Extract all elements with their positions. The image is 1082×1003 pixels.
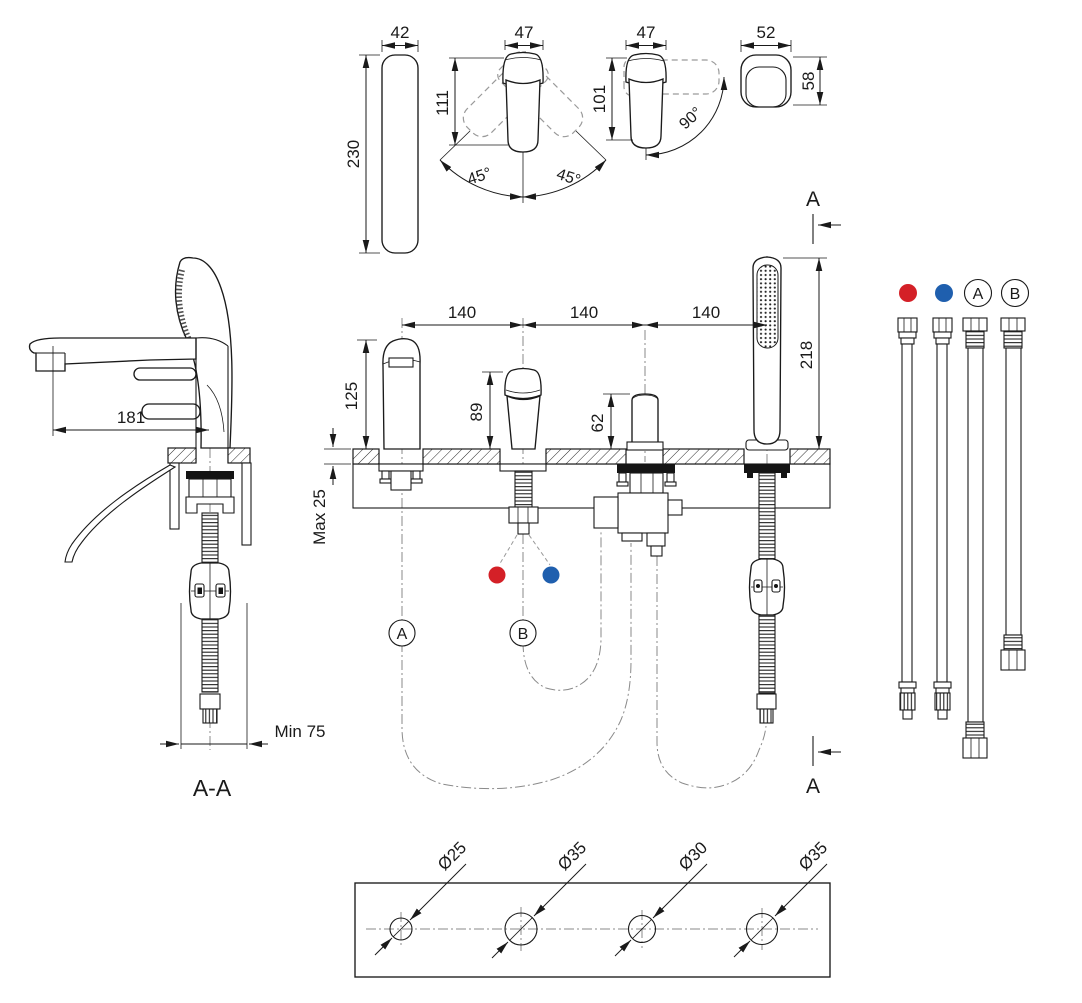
hot-hose-dot bbox=[899, 284, 917, 302]
hot-supply-hose bbox=[897, 317, 918, 720]
section-label: A-A bbox=[193, 775, 232, 801]
main-view: 140 140 140 125 89 62 218 Max 25 A B bbox=[310, 256, 831, 790]
deck-side-left bbox=[167, 447, 197, 464]
cold-hose-dot bbox=[935, 284, 953, 302]
handshower-side bbox=[174, 256, 233, 449]
dim-lever-top-width: 52 bbox=[757, 23, 776, 42]
dim-lever-front-width: 47 bbox=[515, 23, 534, 42]
hose-route-shower bbox=[656, 556, 767, 789]
deck-plan bbox=[354, 882, 831, 978]
dim-spout-reach: 181 bbox=[117, 408, 145, 427]
hose-kit-panel: A B bbox=[897, 278, 1030, 759]
handle-front bbox=[504, 367, 542, 400]
spray-face-side bbox=[175, 269, 192, 342]
hole-handle bbox=[504, 912, 538, 946]
dim-max-deck: Max 25 bbox=[310, 489, 329, 545]
hose-a-letter: A bbox=[397, 626, 408, 643]
shower-hose-upper bbox=[758, 472, 776, 564]
spout-front bbox=[382, 338, 421, 450]
dim-lever-side-width: 42 bbox=[391, 23, 410, 42]
dim-lever-front-height: 111 bbox=[433, 90, 452, 116]
section-marker-bottom-label: A bbox=[806, 775, 820, 798]
diverter-knob bbox=[631, 393, 659, 444]
dim-swing-90: 90° bbox=[676, 104, 705, 133]
shower-hose-lower bbox=[758, 614, 776, 694]
spout-side bbox=[28, 337, 197, 372]
hose-route-b bbox=[522, 318, 602, 691]
handle-side-upper bbox=[133, 367, 197, 381]
hose-a-panel-badge bbox=[963, 278, 993, 308]
hose-b-letter: B bbox=[518, 626, 529, 643]
top-view-lever-profile: 90° 47 101 bbox=[590, 23, 728, 160]
dim-spacing-3: 140 bbox=[692, 303, 720, 322]
dia-hole-spout: Ø25 bbox=[434, 838, 470, 874]
dia-hole-diverter: Ø30 bbox=[675, 838, 711, 874]
handle-side-lower bbox=[141, 403, 201, 420]
hot-indicator-dot bbox=[488, 566, 506, 584]
dim-lever-profile-height: 101 bbox=[590, 85, 609, 113]
dim-lever-side-length: 230 bbox=[344, 140, 363, 168]
plan-view: Ø25 Ø35 Ø30 Ø35 bbox=[354, 838, 831, 978]
hose-b bbox=[1000, 317, 1026, 671]
dim-lever-top-depth: 58 bbox=[799, 72, 818, 91]
deck-side-right bbox=[227, 447, 251, 464]
dim-swing-right: 45° bbox=[554, 166, 582, 190]
supply-hose-side bbox=[64, 464, 177, 563]
top-view-lever-top: 52 58 bbox=[740, 23, 827, 108]
hole-shower bbox=[745, 912, 779, 946]
section-marker-top: A bbox=[806, 188, 841, 244]
hose-b-panel-letter: B bbox=[1010, 286, 1021, 303]
dim-diverter-height: 62 bbox=[588, 414, 607, 433]
dim-min-clearance: Min 75 bbox=[274, 722, 325, 741]
section-marker-top-label: A bbox=[806, 188, 820, 211]
spray-face-front bbox=[756, 264, 779, 349]
diverter-valve-body bbox=[617, 492, 669, 534]
top-view-lever-side: 42 230 bbox=[344, 23, 419, 254]
side-view: 181 Min 75 A-A bbox=[28, 256, 326, 801]
dia-hole-shower: Ø35 bbox=[795, 838, 831, 874]
dim-handshower-height: 218 bbox=[797, 341, 816, 369]
dim-lever-profile-width: 47 bbox=[637, 23, 656, 42]
cold-supply-hose bbox=[932, 317, 953, 720]
hole-diverter bbox=[627, 914, 657, 944]
hose-b-badge bbox=[509, 619, 537, 647]
hose-a-panel-letter: A bbox=[973, 286, 984, 303]
section-marker-bottom: A bbox=[806, 736, 841, 798]
hose-route-a bbox=[401, 318, 632, 790]
hose-b-panel-badge bbox=[1000, 278, 1030, 308]
hole-spout bbox=[389, 917, 413, 941]
dim-handle-height: 89 bbox=[467, 403, 486, 422]
dim-spout-height: 125 bbox=[342, 382, 361, 410]
shower-hose-side bbox=[201, 512, 219, 567]
dia-hole-handle: Ø35 bbox=[554, 838, 590, 874]
hose-a-badge bbox=[388, 619, 416, 647]
dim-spacing-1: 140 bbox=[448, 303, 476, 322]
cold-indicator-dot bbox=[542, 566, 560, 584]
dim-spacing-2: 140 bbox=[570, 303, 598, 322]
dim-swing-left: 45° bbox=[465, 165, 493, 189]
hose-a bbox=[962, 317, 988, 759]
top-view-lever-front: 45° 45° 47 111 bbox=[433, 23, 607, 203]
